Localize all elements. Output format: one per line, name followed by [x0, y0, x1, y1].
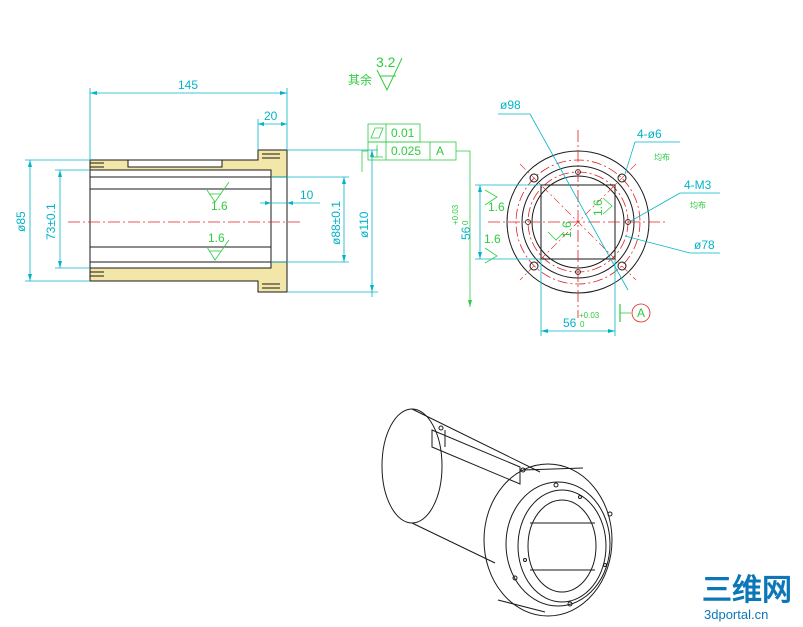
roughness-bore-bottom: 1.6 [208, 231, 225, 245]
section-view [25, 149, 300, 293]
dim-slot-56-v: 56 [459, 226, 473, 240]
dim-dia-73: 73±0.1 [44, 203, 58, 240]
dim-slot-56-h-tol-upper: +0.03 [579, 311, 600, 320]
perpendicularity-datum: A [436, 144, 444, 158]
flatness-value: 0.01 [391, 126, 415, 140]
watermark: 三维网 3dportal.cn [702, 574, 792, 622]
dim-length-10: 10 [300, 188, 314, 202]
section-roughness: 1.6 1.6 [206, 181, 230, 261]
dim-slot-56-v-tol-upper: +0.03 [451, 204, 460, 225]
flatness-icon [370, 127, 384, 139]
dim-dia-78: ø78 [694, 238, 715, 252]
holes-note-1: 均布 [654, 152, 670, 162]
general-roughness-symbol [376, 57, 403, 92]
roughness-slot-right: 1.6 [591, 199, 605, 216]
dim-slot-56-h-tol-lower: 0 [580, 320, 585, 329]
bolt-hole [529, 173, 539, 183]
isometric-view [381, 408, 613, 617]
dim-dia-98: ø98 [500, 98, 521, 112]
datum-label: A [637, 306, 645, 320]
roughness-bore-top: 1.6 [211, 199, 228, 213]
roughness-slot-left-top: 1.6 [488, 200, 505, 214]
dim-dia-85: ø85 [14, 211, 28, 232]
bolt-hole [617, 173, 627, 183]
end-view-roughness: 1.6 1.6 1.6 1.6 [484, 189, 613, 264]
dim-holes-4x6: 4-ø6 [637, 127, 662, 141]
datum-circle [631, 303, 651, 323]
gdt-frames: 0.01 0.025 A [361, 123, 472, 307]
end-view [488, 130, 668, 318]
section-lower-wall [89, 261, 288, 293]
roughness-slot-left-bottom: 1.6 [484, 232, 501, 246]
bolt-hole [529, 261, 539, 271]
section-dimensions: 145 20 10 ø85 73±0.1 ø88±0.1 ø1 [14, 78, 378, 297]
holes-note-2: 均布 [690, 200, 706, 210]
section-slot [127, 159, 223, 168]
dim-holes-4xm3: 4-M3 [684, 178, 712, 192]
general-roughness-note: 其余 3.2 [348, 54, 403, 92]
dim-slot-56-h: 56 [563, 316, 577, 330]
general-roughness-value: 3.2 [376, 54, 396, 70]
dim-length-145: 145 [178, 78, 198, 92]
perpendicularity-value: 0.025 [391, 144, 421, 158]
dim-dia-88: ø88±0.1 [329, 201, 343, 245]
roughness-slot-center: 1.6 [560, 221, 574, 238]
dim-dia-110: ø110 [357, 211, 371, 238]
bolt-hole [617, 261, 627, 271]
dim-length-20: 20 [264, 109, 278, 123]
dim-slot-56-v-tol-lower: 0 [461, 220, 470, 225]
end-view-dimensions: ø98 4-ø6 均布 4-M3 均布 ø78 56 +0.03 0 56 +0… [451, 98, 720, 336]
watermark-site: 3dportal.cn [704, 607, 768, 622]
watermark-logo: 三维网 [702, 574, 792, 607]
general-roughness-label: 其余 [348, 72, 372, 87]
